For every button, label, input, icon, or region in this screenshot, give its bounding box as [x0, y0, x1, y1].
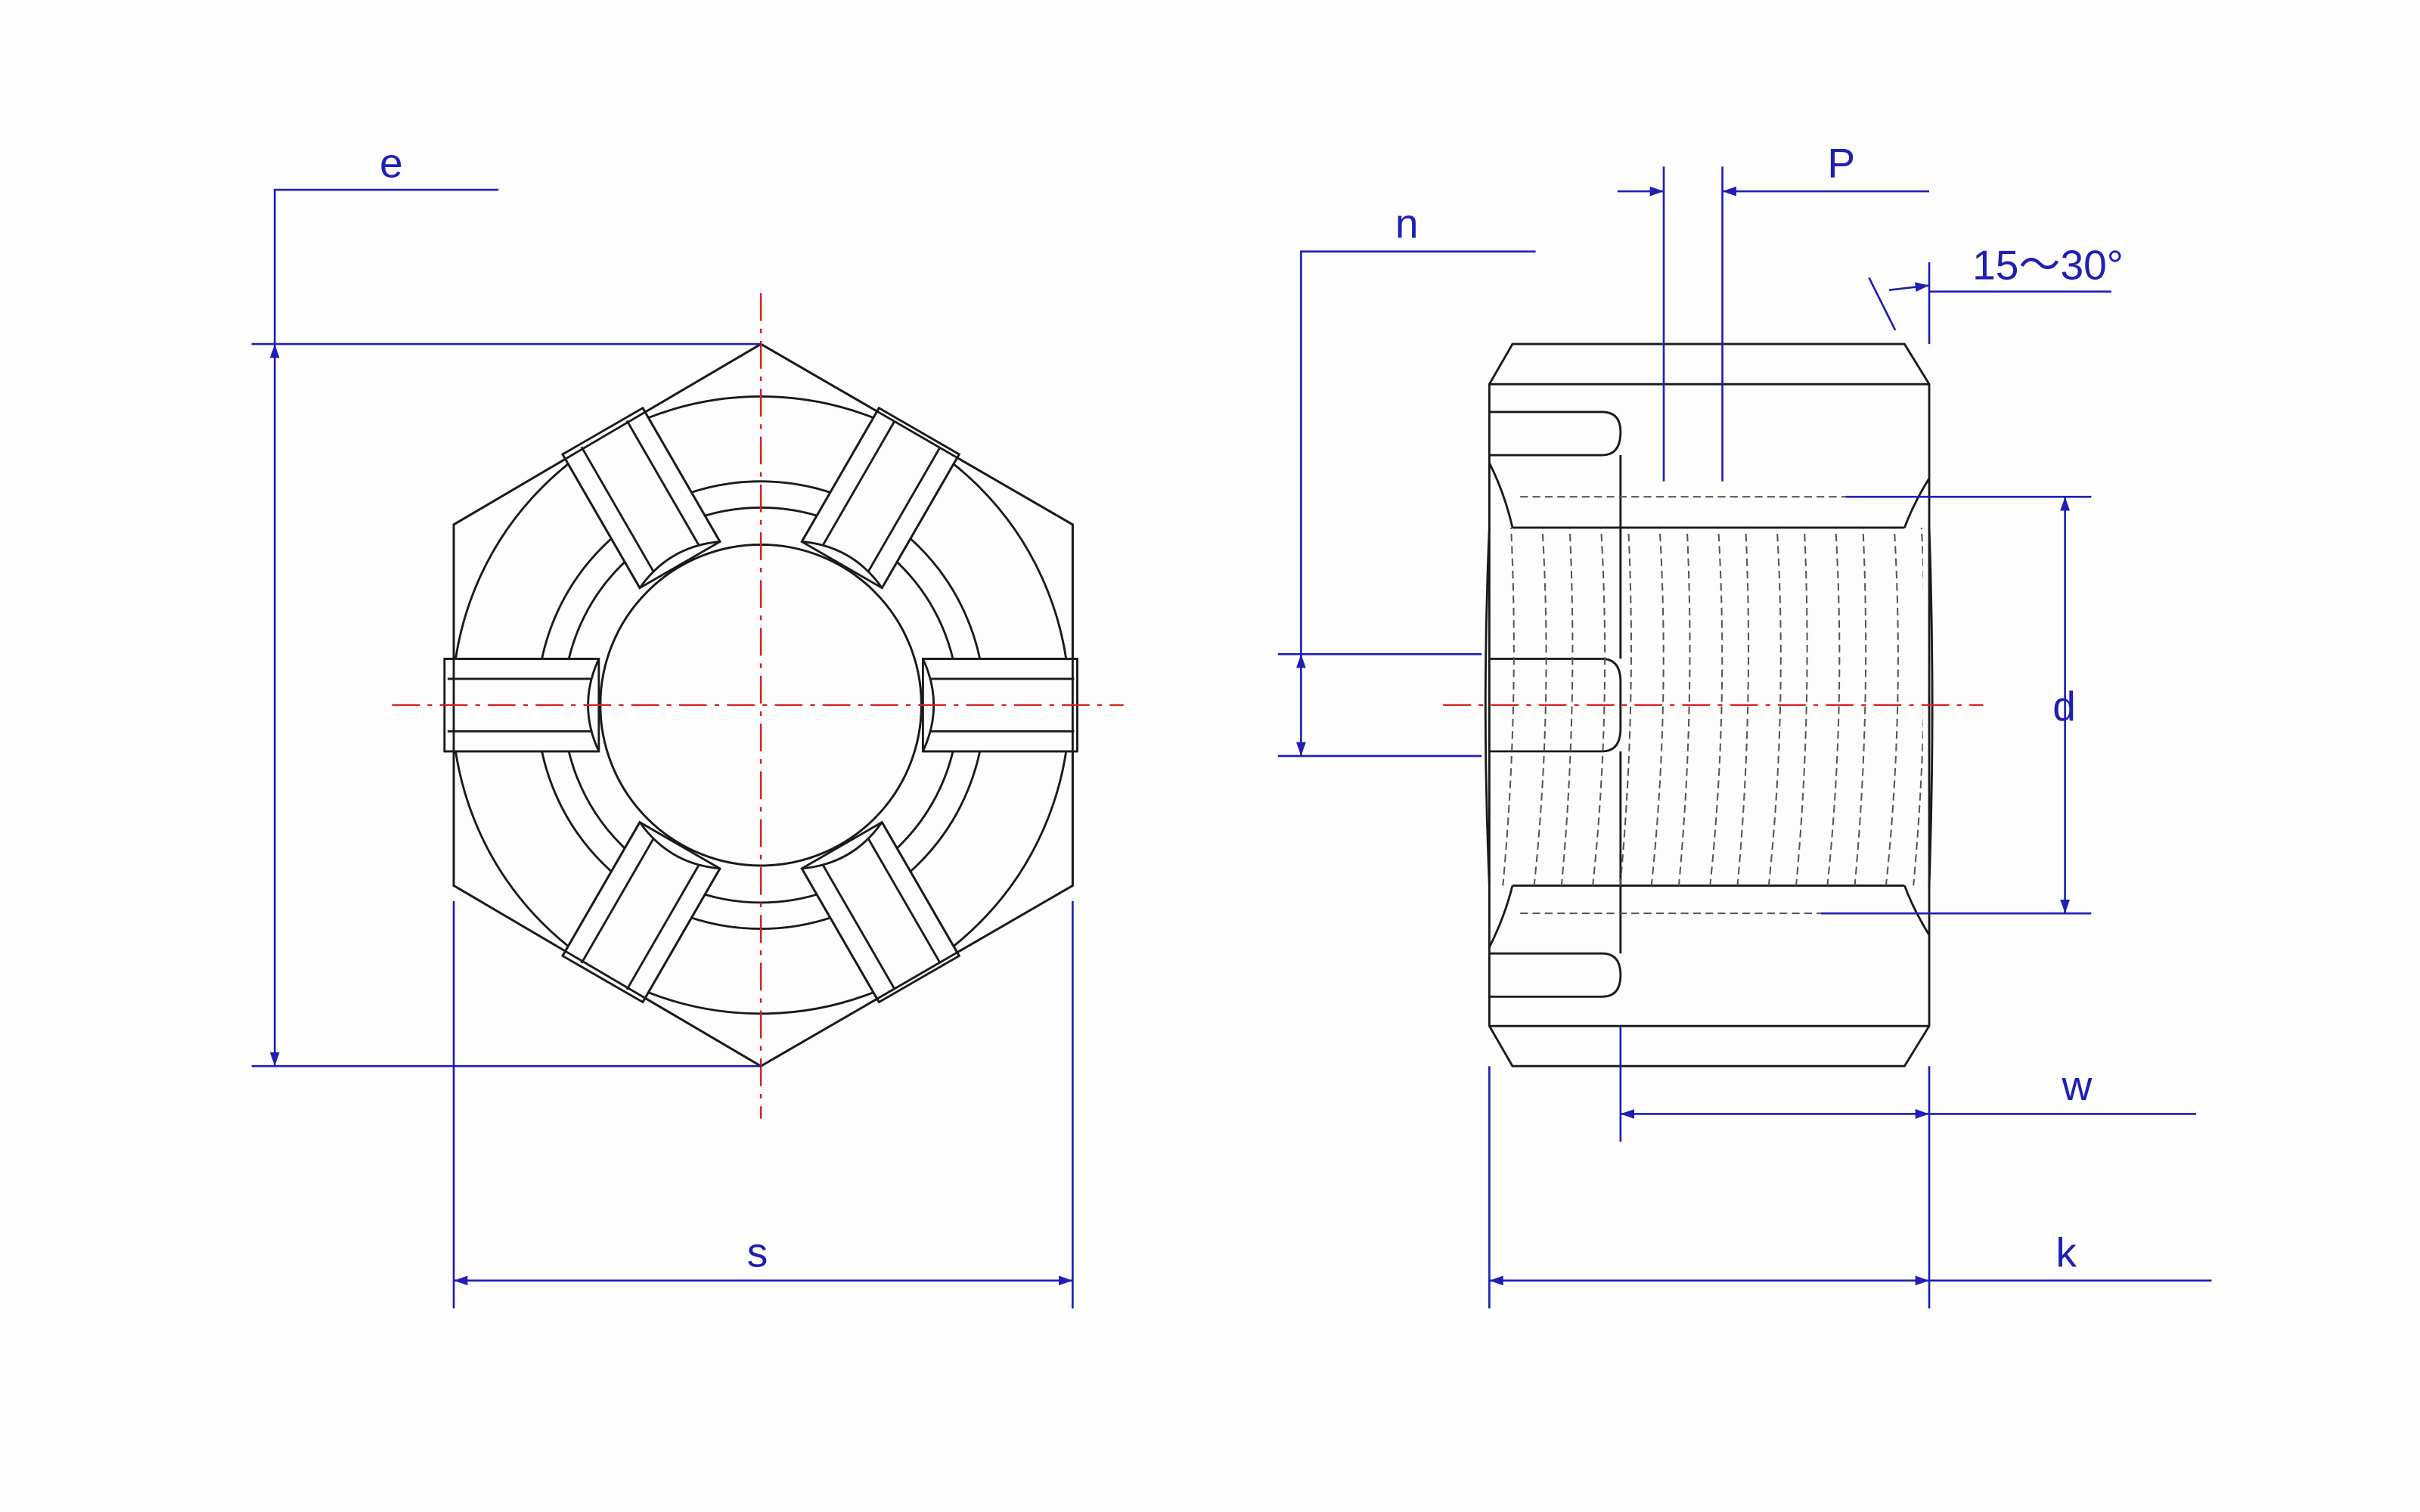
slot-120: [560, 820, 721, 1004]
thread-line: [1533, 527, 1547, 886]
thread-crest: [1824, 497, 1852, 509]
thread-crest: [1531, 497, 1559, 509]
thread-crest: [1883, 901, 1911, 913]
thread-line: [1913, 527, 1923, 886]
thread-line: [1592, 527, 1606, 886]
slot-top: [1488, 411, 1622, 457]
thread-line: [1677, 527, 1691, 886]
thread-line: [1502, 527, 1515, 886]
thread-crest: [1707, 497, 1735, 509]
thread-line: [1826, 527, 1841, 886]
thread-crest: [1531, 901, 1559, 913]
thread-line: [1767, 527, 1782, 886]
thread-line: [1560, 527, 1574, 886]
thread-crest: [1766, 497, 1794, 509]
slot-bottom: [1488, 952, 1622, 998]
thread-crest: [1590, 497, 1618, 509]
label-P: P: [1827, 140, 1855, 187]
thread-crest: [1472, 497, 1500, 509]
thread-line: [1619, 527, 1632, 886]
front-centerlines: [392, 293, 1124, 1119]
thread-crest: [1590, 901, 1618, 913]
slot-240: [560, 406, 721, 590]
hidden-threads: [1472, 496, 1923, 915]
front-view: [443, 342, 1078, 1067]
thread-crest: [1883, 497, 1911, 509]
label-e: e: [380, 140, 403, 187]
thread-crest: [1824, 901, 1852, 913]
side-body-outline: [1488, 342, 1931, 1067]
side-dimensions: [1277, 166, 2212, 1309]
thread-crest: [1649, 901, 1677, 913]
label-d: d: [2052, 683, 2076, 730]
thread-crest: [1649, 497, 1677, 509]
slot-300: [800, 406, 961, 590]
thread-crest: [1766, 901, 1794, 913]
thread-line: [1854, 527, 1867, 886]
side-view: [1484, 342, 1934, 1067]
thread-crest: [1472, 901, 1500, 913]
thread-crest: [1707, 901, 1735, 913]
label-k: k: [2055, 1229, 2077, 1276]
front-dimensions: [251, 188, 1074, 1309]
thread-line: [1736, 527, 1750, 886]
thread-line: [1885, 527, 1899, 886]
label-n: n: [1395, 200, 1419, 246]
slot-60: [800, 820, 961, 1004]
thread-line: [1795, 527, 1808, 886]
label-angle: 15～30°: [1972, 241, 2124, 288]
thread-line: [1650, 527, 1665, 886]
label-s: s: [747, 1229, 768, 1276]
thread-line: [1709, 527, 1723, 886]
label-w: w: [2062, 1062, 2093, 1109]
